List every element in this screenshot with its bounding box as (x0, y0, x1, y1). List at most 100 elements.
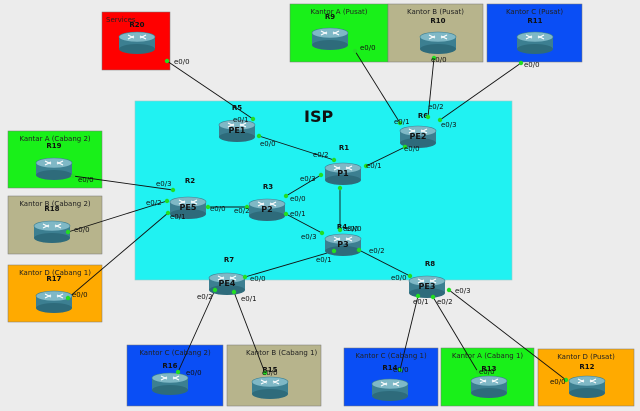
port-indicator (205, 204, 211, 210)
interface-label: e0/1 (290, 210, 306, 218)
link-R4-R7 (244, 250, 335, 278)
link-R17-R2 (67, 212, 169, 299)
link-R11-R6 (439, 62, 522, 121)
port-indicator (425, 114, 431, 120)
router-label: PE4 (219, 279, 236, 288)
router-icon (399, 125, 437, 148)
interface-label: e0/2 (234, 207, 250, 215)
router-name: R15 (262, 366, 277, 374)
port-indicator (563, 377, 569, 383)
router-name: R20 (129, 21, 144, 29)
port-indicator (164, 58, 170, 64)
link-R6-R1 (365, 146, 406, 167)
router-r16[interactable]: R16 (151, 362, 189, 395)
router-label: P3 (337, 240, 348, 249)
interface-label: e0/2 (428, 103, 444, 111)
router-icon (35, 157, 73, 180)
interface-label: e0/2 (313, 151, 329, 159)
interface-label: e0/1 (233, 116, 249, 124)
router-icon (311, 27, 349, 50)
router-r9[interactable]: R9 (311, 13, 349, 50)
port-indicator (407, 273, 413, 279)
port-indicator (331, 157, 337, 163)
router-name: R4 (337, 223, 347, 231)
zone-title: Kantor C (Cabang 1) (355, 352, 427, 360)
link-R10-R6 (427, 57, 435, 118)
interface-label: e0/2 (146, 199, 162, 207)
router-name: R5 (232, 104, 242, 112)
interface-label: e0/1 (241, 295, 257, 303)
port-indicator (283, 211, 289, 217)
port-indicator (475, 369, 481, 375)
zone-title: Kantor B (Pusat) (407, 8, 464, 16)
router-icon (516, 31, 554, 54)
interface-label: e0/3 (300, 175, 316, 183)
interface-label: e0/0 (250, 275, 266, 283)
router-name: R6 (418, 112, 428, 120)
port-indicator (446, 287, 452, 293)
router-name: R7 (224, 256, 234, 264)
port-indicator (363, 163, 369, 169)
interface-label: e0/0 (78, 176, 94, 184)
port-indicator (437, 117, 443, 123)
router-name: R19 (46, 142, 61, 150)
port-indicator (331, 248, 337, 254)
router-r17[interactable]: R17 (35, 275, 73, 313)
router-r10[interactable]: R10 (419, 17, 457, 54)
link-R20-R5 (166, 60, 254, 120)
router-icon (470, 375, 508, 398)
interface-label: e0/1 (394, 118, 410, 126)
zone-title: Kantor C (Pusat) (506, 8, 563, 16)
interface-label: e0/0 (260, 140, 276, 148)
router-icon (324, 233, 362, 256)
router-r19[interactable]: R19 (35, 142, 73, 180)
router-r14[interactable]: R14 (371, 364, 409, 401)
router-r18[interactable]: R18 (33, 205, 71, 243)
interface-label: e0/0 (174, 58, 190, 66)
interface-label: e0/0 (479, 368, 495, 376)
router-name: R16 (162, 362, 177, 370)
port-indicator (65, 295, 71, 301)
interface-label: e0/2 (197, 293, 213, 301)
router-r12[interactable]: R12 (568, 363, 606, 398)
interface-label: e0/0 (72, 291, 88, 299)
router-name: R8 (425, 260, 435, 268)
router-name: R12 (579, 363, 594, 371)
interface-label: e0/3 (441, 121, 457, 129)
isp-title: ISP (304, 107, 333, 126)
port-indicator (283, 193, 289, 199)
router-r13[interactable]: R13 (470, 365, 508, 398)
interfaces: e0/0 e0/1 e0/0 e0/1 e0/0 e0/2 e0/0 e0/3 e0/0 e0/2… (65, 44, 569, 386)
router-icon (208, 272, 246, 295)
zone-title: Kantor A (Pusat) (310, 8, 367, 16)
port-indicator (352, 48, 358, 54)
interface-label: e0/3 (301, 233, 317, 241)
interface-label: e0/0 (262, 369, 278, 377)
router-name: R13 (481, 365, 496, 373)
router-icon (371, 378, 409, 401)
router-name: R2 (185, 177, 195, 185)
interface-label: e0/0 (391, 274, 407, 282)
link-R19-R2 (72, 175, 174, 191)
router-r20[interactable]: R20 (118, 21, 156, 54)
router-r15[interactable]: R15 (251, 366, 289, 399)
interface-label: e0/1 (316, 256, 332, 264)
interface-label: e0/0 (343, 225, 359, 233)
link-R7-R16 (177, 289, 216, 373)
interface-label: e0/0 (431, 56, 447, 64)
interface-label: e0/0 (393, 366, 409, 374)
router-r11[interactable]: R11 (516, 17, 554, 54)
interface-label: e0/0 (74, 226, 90, 234)
router-icon (118, 31, 156, 54)
interface-label: e0/0 (524, 61, 540, 69)
router-label: PE2 (410, 132, 427, 141)
router-name: R18 (44, 205, 59, 213)
